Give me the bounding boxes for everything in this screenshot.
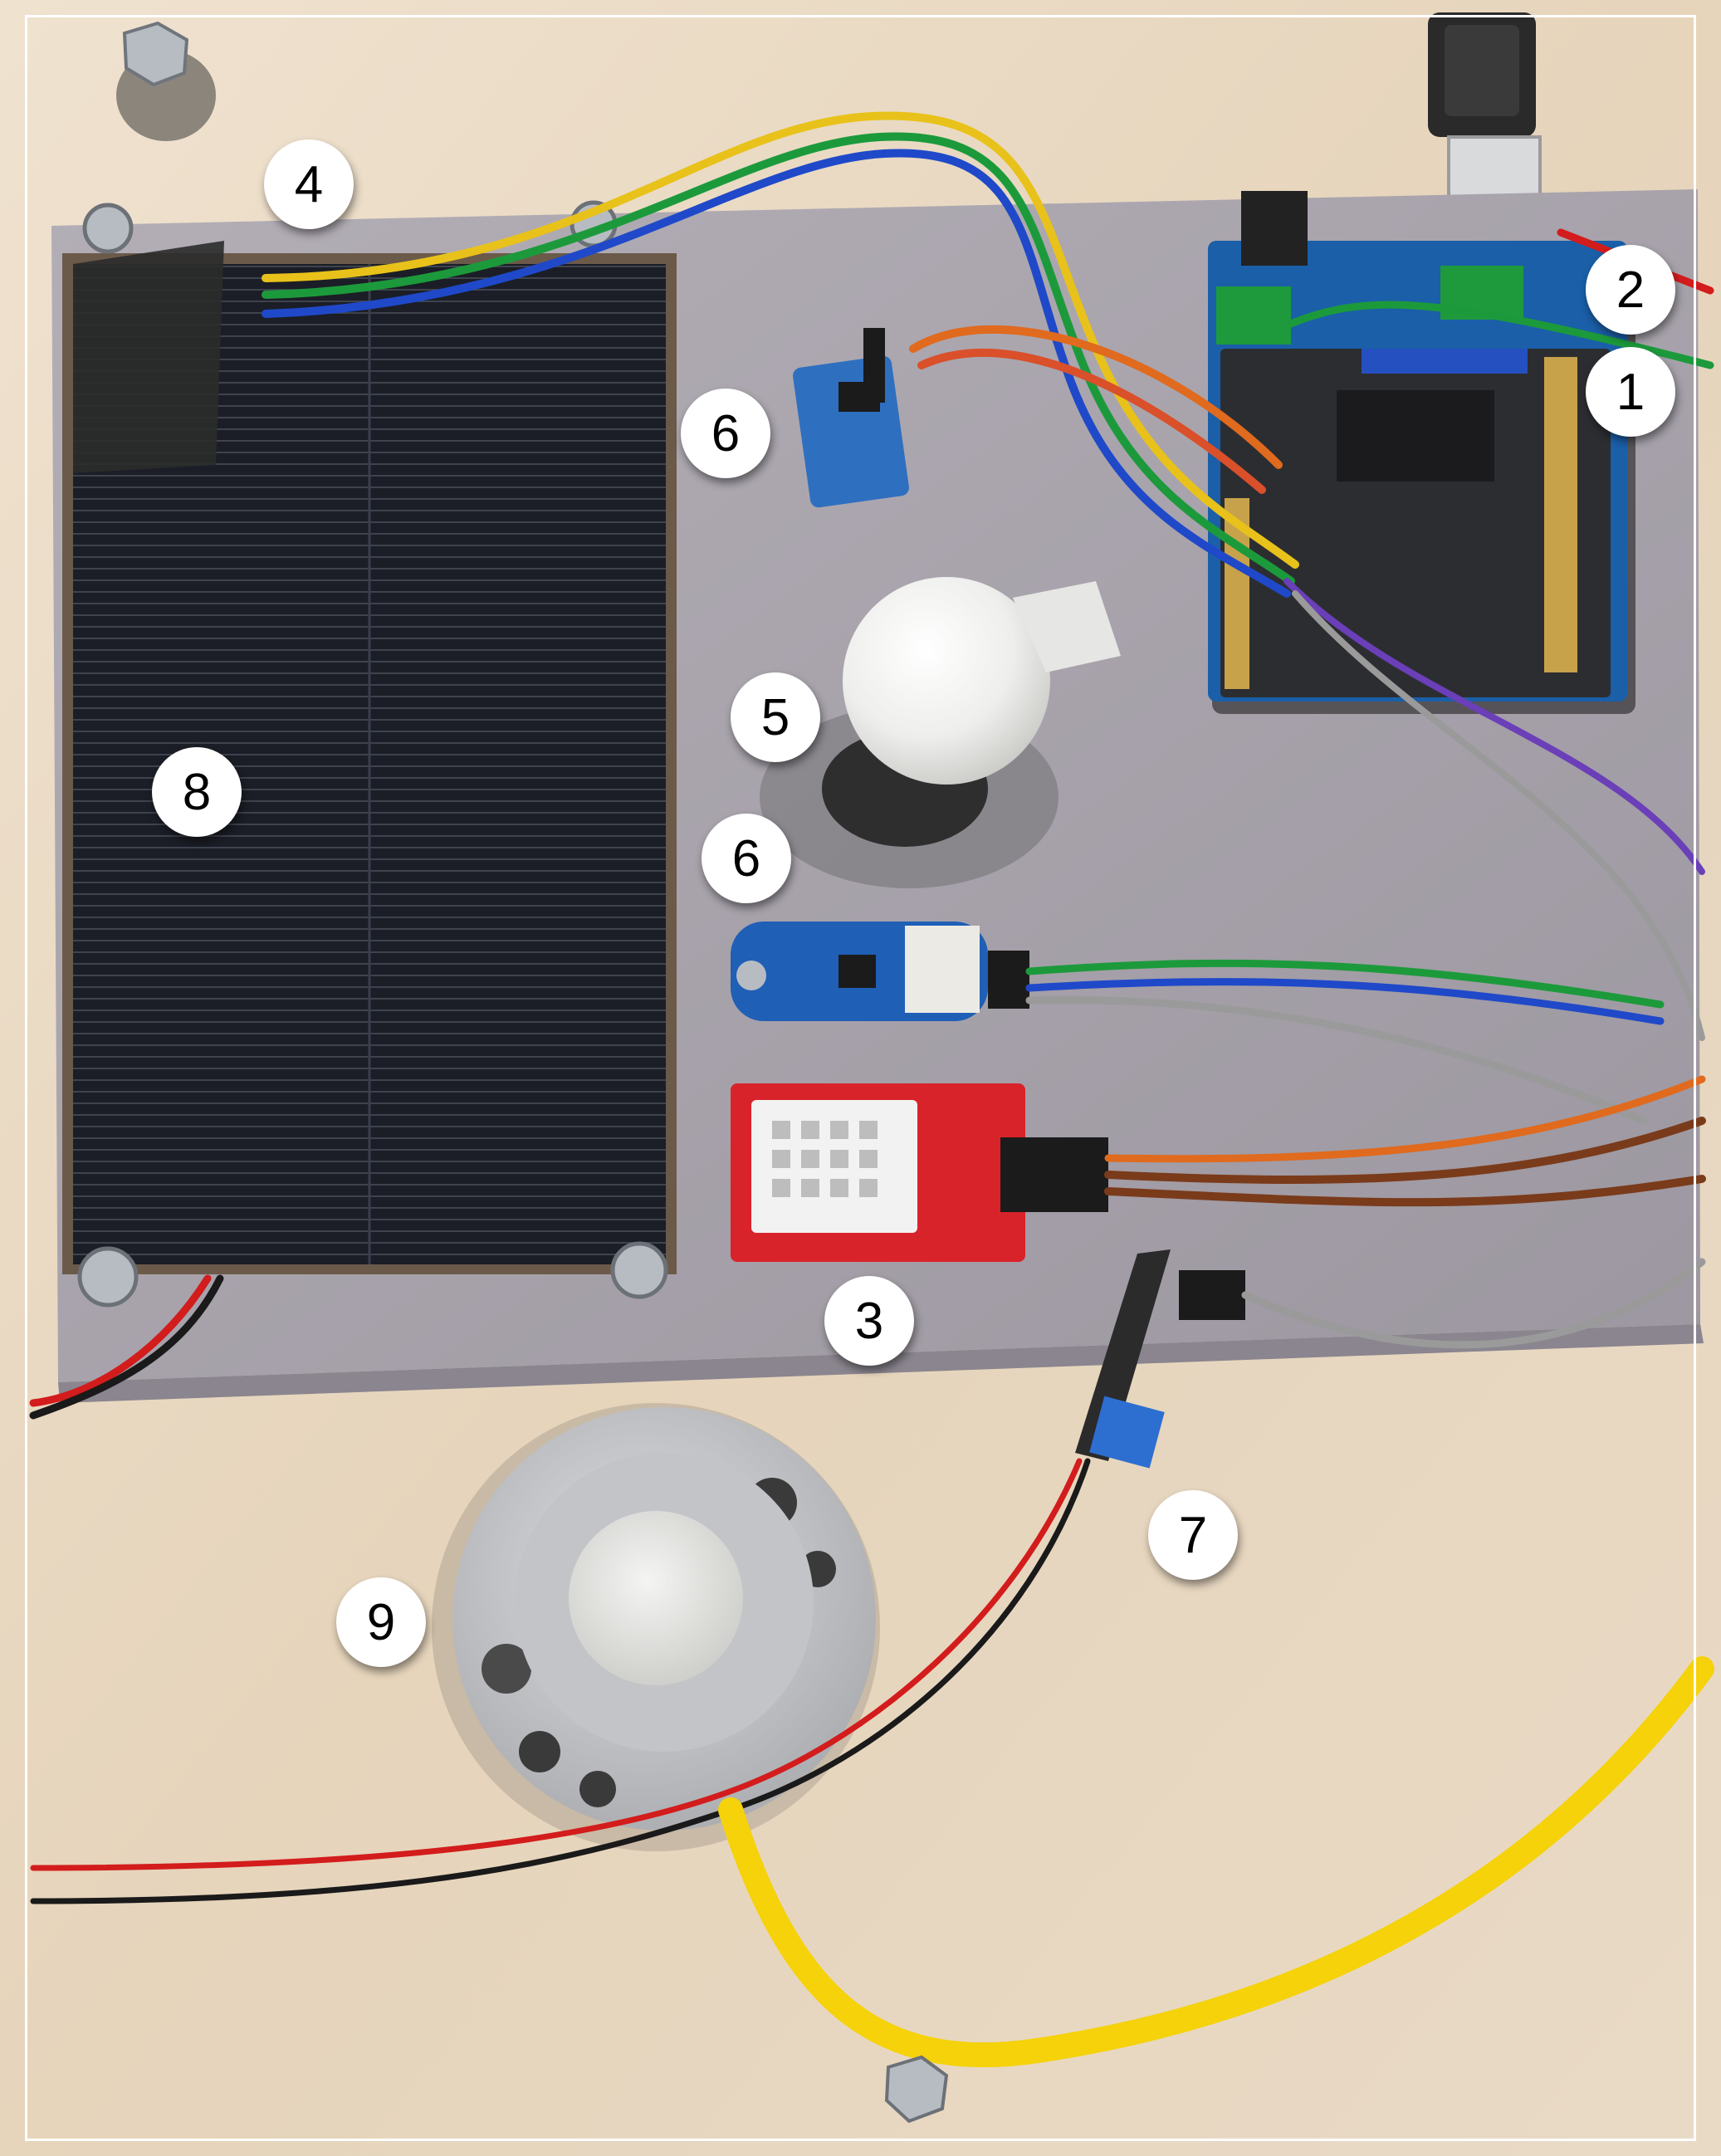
dome-sensor — [760, 577, 1121, 888]
uv-sensor-module — [731, 922, 1029, 1021]
callout-4: 4 — [264, 139, 354, 229]
wires — [29, 111, 1714, 2068]
callout-3: 3 — [824, 1276, 914, 1366]
callout-6b: 6 — [702, 814, 791, 903]
callout-6a: 6 — [681, 389, 770, 478]
callout-7: 7 — [1148, 1490, 1238, 1580]
sensor-module-bottom — [1075, 1249, 1245, 1469]
callout-8: 8 — [152, 747, 242, 837]
loose-bolt — [116, 21, 216, 141]
dht-sensor-module — [731, 1083, 1108, 1262]
bottom-bolt — [884, 2055, 949, 2124]
solar-panel — [62, 200, 677, 1308]
callout-1: 1 — [1586, 347, 1675, 437]
callout-5: 5 — [731, 672, 820, 762]
callout-2: 2 — [1586, 245, 1675, 335]
pyranometer — [432, 1403, 880, 1851]
light-sensor-module-top — [793, 328, 909, 508]
arduino-board — [1208, 191, 1635, 714]
callout-9: 9 — [336, 1577, 426, 1667]
